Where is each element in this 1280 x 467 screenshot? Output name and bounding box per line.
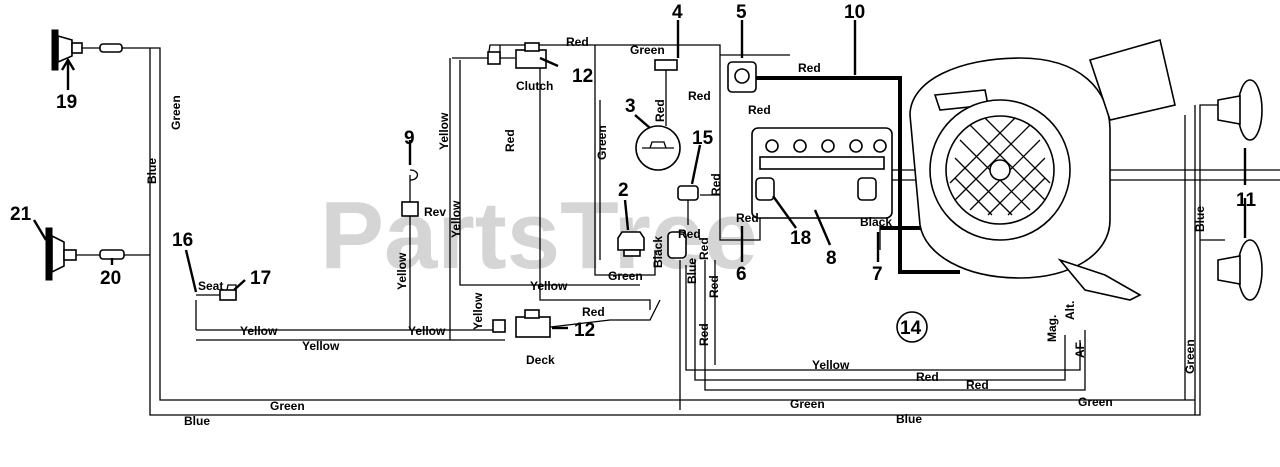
- wire-label: Yellow: [408, 324, 446, 338]
- callout-14-circle: 14: [896, 311, 928, 343]
- callout-20: 20: [100, 268, 121, 289]
- callout-12-clutch: 12: [572, 66, 593, 87]
- label-af: AF: [1073, 342, 1087, 358]
- wire-label: Yellow: [302, 339, 340, 353]
- wire-label: Red: [916, 370, 939, 384]
- wire-harness: [70, 44, 1280, 416]
- label-seat: Seat: [198, 279, 223, 293]
- wire-label: Red: [653, 99, 667, 122]
- label-clutch: Clutch: [516, 79, 553, 93]
- wire-label: Red: [688, 89, 711, 103]
- fuse: [667, 185, 699, 259]
- ammeter: [635, 59, 681, 171]
- callout-5: 5: [736, 2, 747, 23]
- engine: [909, 38, 1176, 301]
- wire-label: Red: [697, 237, 711, 260]
- headlight-21: [45, 227, 125, 281]
- wire-label: Red: [566, 35, 589, 49]
- wire-label: Yellow: [530, 279, 568, 293]
- callout-6: 6: [736, 264, 747, 285]
- wire-label: Red: [736, 211, 759, 225]
- wire-label: Red: [707, 275, 721, 298]
- wire-label: Green: [1183, 339, 1197, 374]
- callout-15: 15: [692, 128, 714, 149]
- wire-label: Green: [1078, 395, 1113, 409]
- callout-10: 10: [844, 2, 865, 23]
- battery-cable-10: [745, 76, 960, 274]
- wire-label: Red: [798, 61, 821, 75]
- wire-label: Black: [860, 215, 892, 229]
- label-alt: Alt.: [1063, 301, 1077, 320]
- battery: [751, 127, 893, 219]
- wire-label: Green: [169, 95, 183, 130]
- key-switch: [617, 231, 645, 257]
- wire-label: Green: [630, 43, 665, 57]
- wire-label: Blue: [145, 158, 159, 184]
- callout-9: 9: [404, 128, 415, 149]
- wire-label: Blue: [184, 414, 210, 428]
- wire-label: Red: [678, 227, 701, 241]
- wire-label: Yellow: [240, 324, 278, 338]
- callouts: 19 21 20 16 17 9 12 12 3 4 5 10 15 2 6 1…: [10, 2, 1257, 343]
- wire-label: Yellow: [437, 112, 451, 150]
- headlight-19: [51, 29, 123, 71]
- wire-label: Yellow: [395, 252, 409, 290]
- wire-label: Blue: [1193, 206, 1207, 232]
- wire-label: Black: [651, 236, 665, 268]
- wire-label: Blue: [685, 258, 699, 284]
- callout-18: 18: [790, 228, 811, 249]
- callout-14: 14: [900, 318, 922, 339]
- callout-19: 19: [56, 92, 77, 113]
- headlight-11-top: [1217, 79, 1263, 141]
- label-mag: Mag.: [1045, 315, 1059, 342]
- headlight-11-bottom: [1217, 239, 1263, 301]
- wire-label: Red: [748, 103, 771, 117]
- label-deck: Deck: [526, 353, 555, 367]
- callout-7: 7: [872, 264, 883, 285]
- callout-21: 21: [10, 204, 32, 225]
- wire-label: Yellow: [471, 292, 485, 330]
- wire-label: Yellow: [812, 358, 850, 372]
- deck-switch: [492, 309, 551, 338]
- wire-label: Blue: [896, 412, 922, 426]
- wire-label: Green: [270, 399, 305, 413]
- part-labels: Clutch Deck Seat Rev Mag. Alt. AF: [198, 79, 1087, 367]
- solenoid: [720, 54, 790, 93]
- callout-2: 2: [618, 180, 629, 201]
- wire-label: Red: [582, 305, 605, 319]
- callout-11: 11: [1236, 190, 1257, 211]
- rev-switch: [401, 169, 419, 217]
- wire-label: Green: [608, 269, 643, 283]
- wire-label: Green: [595, 125, 609, 160]
- callout-arrows: [32, 20, 1247, 330]
- callout-3: 3: [625, 96, 636, 117]
- clutch-switch: [487, 42, 547, 69]
- callout-16: 16: [172, 230, 193, 251]
- wire-label: Green: [790, 397, 825, 411]
- wire-label: Red: [697, 323, 711, 346]
- callout-8: 8: [826, 248, 837, 269]
- wire-label: Red: [966, 378, 989, 392]
- callout-12-deck: 12: [574, 320, 595, 341]
- wire-label: Red: [503, 129, 517, 152]
- callout-17: 17: [250, 268, 271, 289]
- wire-labels: Red Green Red Red Red Red Green Blue Yel…: [145, 35, 1207, 428]
- wire-label: Yellow: [449, 200, 463, 238]
- wire-label: Red: [709, 173, 723, 196]
- label-rev: Rev: [424, 205, 446, 219]
- callout-4: 4: [672, 2, 683, 23]
